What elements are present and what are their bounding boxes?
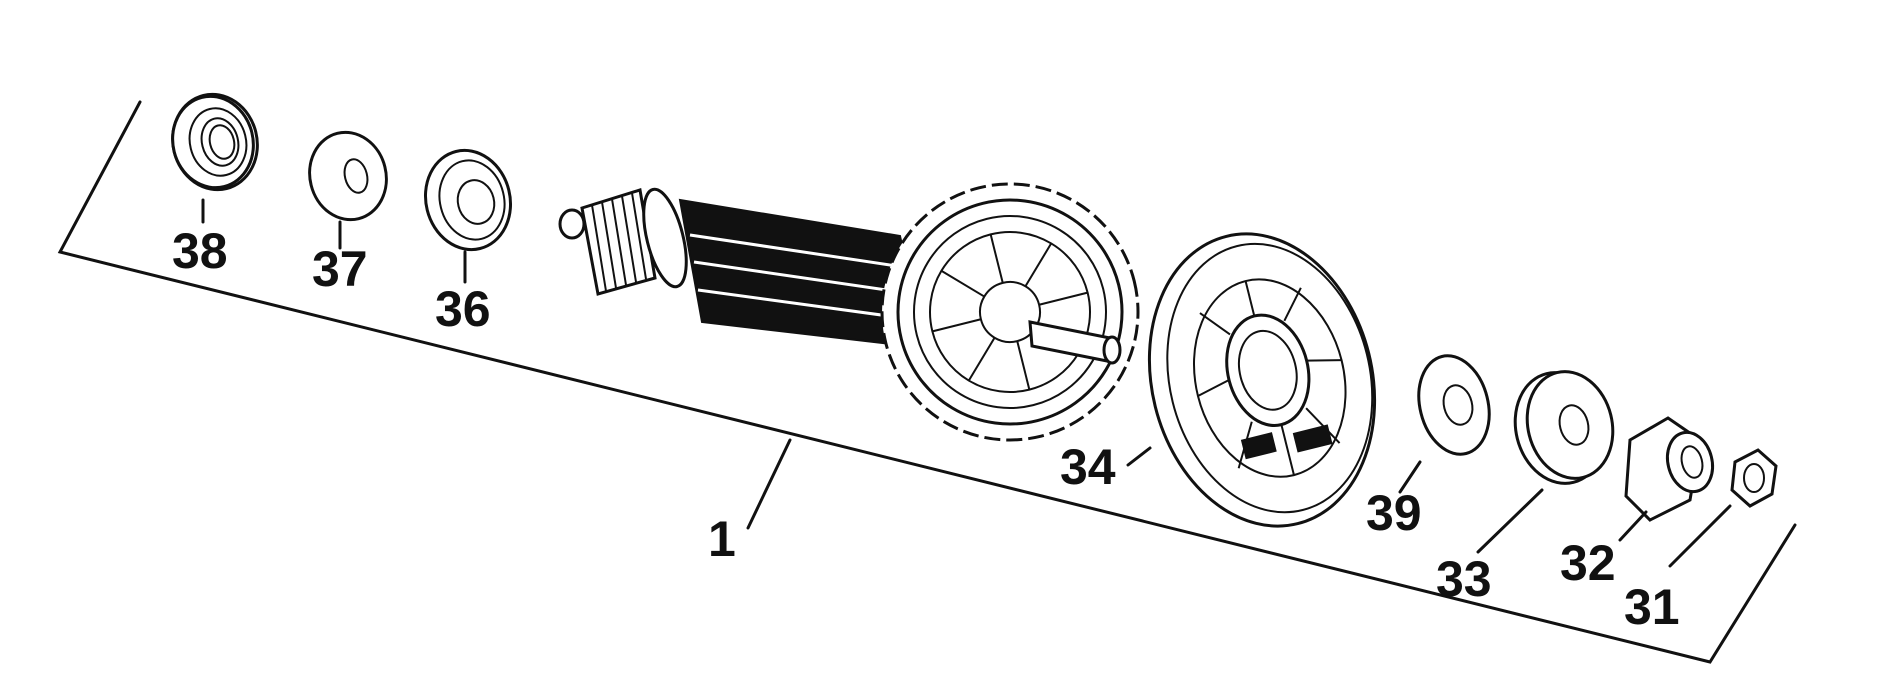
assembly-bracket	[57, 100, 1797, 664]
callout-33: 33	[1436, 551, 1492, 607]
callout-37: 37	[312, 241, 368, 297]
callout-32: 32	[1560, 535, 1616, 591]
leader-line-1	[746, 438, 792, 530]
sleeve-32-icon	[1618, 416, 1715, 542]
bearing-36-icon	[423, 148, 513, 284]
callout-39: 39	[1366, 485, 1422, 541]
bearing-33-icon	[1476, 370, 1615, 554]
fan-baffle-34-icon	[1126, 232, 1377, 528]
bearing-38-icon	[171, 92, 259, 224]
nut-31-icon	[1668, 448, 1778, 568]
callout-36: 36	[435, 281, 491, 337]
callout-1: 1	[708, 511, 736, 567]
callout-34: 34	[1060, 439, 1116, 495]
armature-icon	[558, 182, 1140, 442]
callout-31: 31	[1624, 579, 1680, 635]
washer-37-icon	[308, 130, 388, 250]
washer-39-icon	[1398, 354, 1491, 494]
callout-38: 38	[172, 223, 228, 279]
